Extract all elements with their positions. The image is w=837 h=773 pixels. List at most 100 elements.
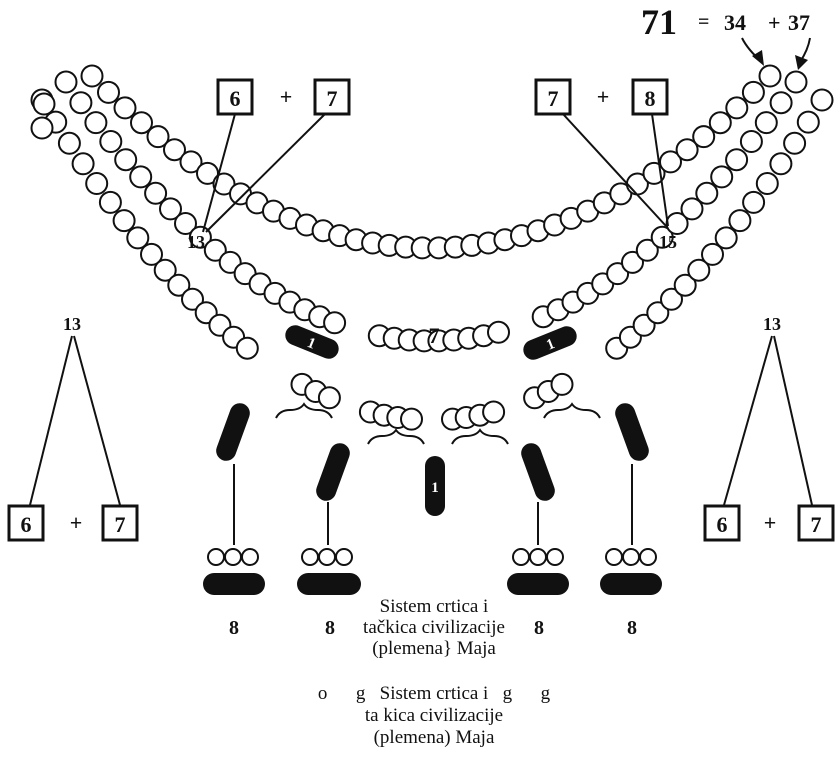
arrow-down-icon <box>795 55 808 70</box>
top-right-box-b <box>631 78 669 116</box>
pendant-2: 8 <box>297 502 361 639</box>
equation-right-term: 37 <box>788 10 810 35</box>
outer-strand-bead <box>30 116 54 140</box>
outer-strand-bead <box>482 400 506 424</box>
svg-text:(plemena} Maja: (plemena} Maja <box>372 638 496 659</box>
caption-main: Sistem crtica i tačkica civilizacije (pl… <box>363 596 505 659</box>
svg-text:8: 8 <box>645 86 656 111</box>
inner-strand-bead <box>163 138 186 162</box>
pendant-2-count: 8 <box>325 617 335 639</box>
middle-strand-bead <box>99 130 123 153</box>
equation-plus: + <box>768 10 781 35</box>
middle-strand-bead <box>114 148 138 172</box>
outer-strand-bead <box>728 209 752 233</box>
middle-strand-bead <box>69 91 93 115</box>
inner-strand-bead <box>758 64 782 88</box>
inner-strand-bead <box>80 64 104 88</box>
pendant-3: 8 <box>507 502 569 639</box>
top-left-box-a <box>216 78 254 116</box>
middle-strand-bead <box>84 111 108 135</box>
outer-bar-2 <box>316 443 350 501</box>
outer-strand-bead <box>769 152 793 176</box>
right-box-b <box>797 504 835 542</box>
pendant-1-count: 8 <box>229 617 239 639</box>
outer-strand-bead <box>673 273 697 297</box>
outer-strand-bead <box>71 152 95 176</box>
pendant-1: 8 <box>203 464 265 639</box>
inner-strand-bead <box>659 150 682 174</box>
svg-text:ta kica civilizacije: ta kica civilizacije <box>365 705 503 726</box>
top-left-box-b <box>313 78 351 116</box>
inner-strand-bead <box>113 96 137 120</box>
outer-strand-bead <box>112 209 136 233</box>
middle-strand-bead <box>635 238 659 262</box>
left-box-b <box>101 504 139 542</box>
bead-strands <box>30 64 834 431</box>
pendant-4: 8 <box>600 464 662 639</box>
arrow-down-icon <box>752 50 764 66</box>
inner-strand-bead <box>675 138 699 162</box>
pendants: 8 8 8 8 <box>203 464 662 639</box>
outer-strand-bead <box>167 273 191 297</box>
braces <box>275 402 601 445</box>
svg-text:+: + <box>70 510 83 535</box>
right-box-a <box>703 504 741 542</box>
middle-strand-bead <box>188 225 212 249</box>
middle-strand-bead <box>487 320 510 344</box>
right-group: 13 6 + 7 <box>703 314 835 542</box>
outer-strand-bead <box>660 287 683 311</box>
outer-strand-bead <box>783 131 807 155</box>
inner-strand-bead <box>725 96 749 120</box>
inner-strand-bead <box>97 80 120 104</box>
inner-strand-bead <box>741 80 765 104</box>
outer-strand-bead <box>57 131 81 155</box>
svg-text:7: 7 <box>548 86 559 111</box>
left-group: 13 6 + 7 <box>7 314 139 542</box>
svg-text:o g Sistem crtica i g: o g Sistem crtica i g g <box>318 683 551 704</box>
inner-strand-bead <box>708 111 732 135</box>
left-box-a <box>7 504 45 542</box>
outer-strand-bead <box>701 242 724 266</box>
equation-total: 71 <box>641 2 677 42</box>
middle-strand-bead <box>754 111 778 135</box>
outer-strand-bead <box>85 172 109 195</box>
equation-equals: = <box>698 11 709 33</box>
pendant-3-count: 8 <box>534 617 544 639</box>
inner-strand-bead <box>179 150 203 174</box>
outer-strand-bead <box>140 242 163 266</box>
middle-strand-bars: 1 1 <box>285 325 577 360</box>
outer-bar-4 <box>521 443 555 501</box>
caption-ocr: o g Sistem crtica i g g ta kica civiliza… <box>318 683 551 748</box>
outer-strand-bead <box>181 287 204 311</box>
top-right-group: 7 + 8 15 <box>534 78 677 252</box>
middle-strand-bead <box>769 91 793 115</box>
outer-strand-bead <box>742 190 766 214</box>
outer-strand-bead <box>126 226 150 250</box>
middle-strand-bead <box>695 181 719 205</box>
inner-strand-bead <box>609 182 633 206</box>
middle-strand-bead <box>174 212 197 235</box>
middle-strand-bead <box>621 250 644 274</box>
middle-strand-bead <box>323 311 347 335</box>
outer-bar-5 <box>615 403 649 461</box>
outer-strand-bead <box>32 92 56 116</box>
svg-text:tačkica civilizacije: tačkica civilizacije <box>363 617 505 638</box>
outer-strand-bead <box>687 258 711 282</box>
middle-strand-bead <box>725 148 749 172</box>
outer-strand-bead <box>810 88 834 112</box>
outer-strand-bead <box>98 190 122 214</box>
right-sum: 13 <box>763 314 781 334</box>
middle-strand-bead <box>680 197 704 221</box>
svg-text:7: 7 <box>327 86 338 111</box>
outer-strand-bead <box>317 386 341 410</box>
middle-strand-bead <box>665 212 689 235</box>
pendant-4-count: 8 <box>627 617 637 639</box>
middle-strand-bead <box>203 238 227 262</box>
outer-bar-center: 1 <box>425 456 445 516</box>
middle-strand-bead <box>739 130 763 153</box>
left-sum: 13 <box>63 314 81 334</box>
inner-strand-bead <box>146 125 170 149</box>
top-right-sum: 15 <box>659 232 677 252</box>
